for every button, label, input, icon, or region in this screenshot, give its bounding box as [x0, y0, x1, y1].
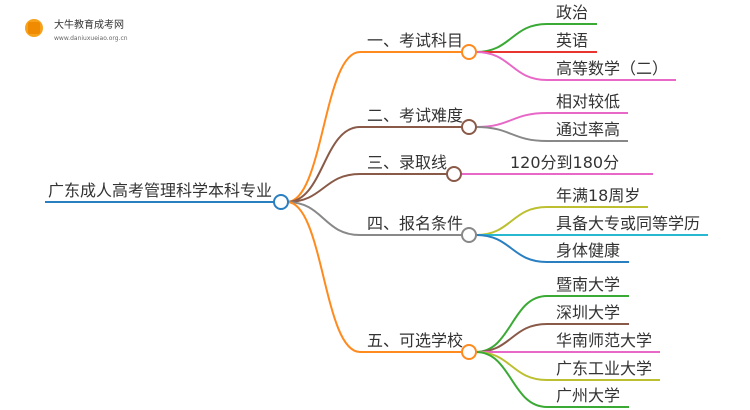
leaf-topic[interactable]: 通过率高 [556, 120, 620, 139]
root-collapse-toggle[interactable] [273, 194, 289, 210]
logo-title: 大牛教育成考网 [54, 18, 124, 31]
branch-edge [286, 173, 447, 203]
branch-topic[interactable]: 一、考试科目 [367, 31, 463, 50]
branch-topic[interactable]: 二、考试难度 [367, 106, 463, 125]
leaf-edge [475, 351, 629, 408]
leaf-topic[interactable]: 年满18周岁 [556, 186, 640, 205]
leaf-topic[interactable]: 英语 [556, 31, 588, 50]
leaf-topic[interactable]: 具备大专或同等学历 [556, 214, 700, 233]
collapse-toggle[interactable] [461, 344, 477, 360]
leaf-topic[interactable]: 华南师范大学 [556, 331, 652, 350]
leaf-topic[interactable]: 深圳大学 [556, 303, 620, 322]
branch-edge [286, 201, 462, 236]
branch-topic[interactable]: 四、报名条件 [367, 214, 463, 233]
collapse-toggle[interactable] [446, 166, 462, 182]
collapse-toggle[interactable] [461, 119, 477, 135]
leaf-topic[interactable]: 高等数学（二） [556, 59, 668, 78]
branch-edge [286, 51, 462, 203]
branch-edge [286, 201, 462, 353]
leaf-edge [475, 126, 628, 142]
branch-edge [286, 126, 462, 203]
leaf-edge [475, 295, 629, 353]
leaf-topic[interactable]: 暨南大学 [556, 275, 620, 294]
logo: 大牛教育成考网 www.daniuxueiao.org.cn [25, 18, 128, 42]
leaf-edge [475, 323, 629, 353]
leaf-edge [475, 51, 676, 81]
collapse-toggle[interactable] [461, 227, 477, 243]
leaf-edge [475, 23, 597, 53]
leaf-topic[interactable]: 政治 [556, 3, 588, 22]
leaf-edge [475, 112, 628, 128]
branch-topic[interactable]: 三、录取线 [367, 153, 447, 172]
leaf-topic[interactable]: 相对较低 [556, 92, 620, 111]
book-logo-icon-body [28, 22, 40, 34]
leaf-topic[interactable]: 广东工业大学 [556, 359, 652, 378]
leaf-topic[interactable]: 身体健康 [556, 241, 620, 260]
leaf-edge [475, 234, 629, 263]
collapse-toggle[interactable] [461, 44, 477, 60]
leaf-topic[interactable]: 120分到180分 [510, 153, 619, 172]
leaf-edge [475, 206, 648, 236]
logo-url: www.daniuxueiao.org.cn [54, 35, 128, 42]
branch-topic[interactable]: 五、可选学校 [367, 331, 463, 350]
root-topic[interactable]: 广东成人高考管理科学本科专业 [48, 181, 272, 200]
leaf-topic[interactable]: 广州大学 [556, 386, 620, 405]
